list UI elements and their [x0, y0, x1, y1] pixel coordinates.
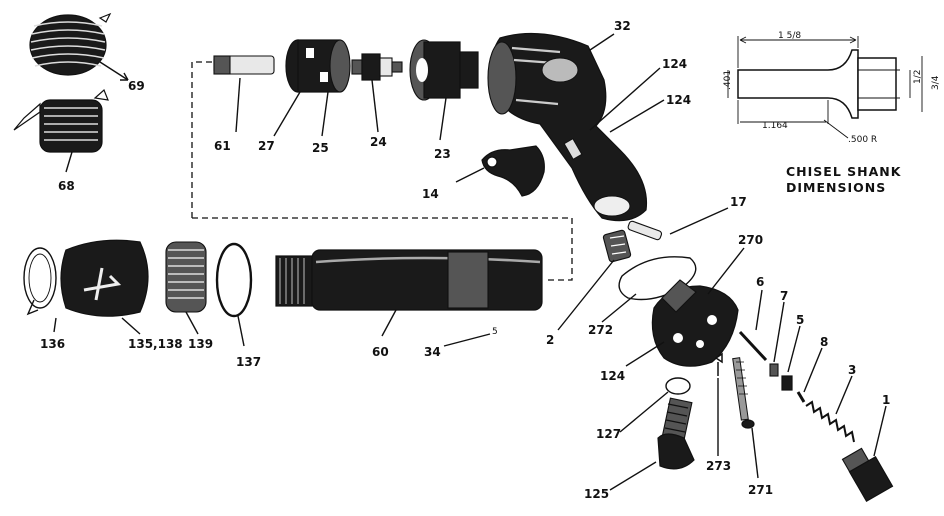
- chisel-title-line2: DIMENSIONS: [786, 180, 886, 195]
- pin-17-drawing: [627, 220, 663, 241]
- inlet-125-drawing: [657, 397, 695, 470]
- handle-32-drawing: [487, 32, 648, 222]
- part-8-drawing: [796, 391, 806, 403]
- valve-24-drawing: [351, 53, 403, 81]
- label-136: 136: [40, 337, 65, 351]
- chisel-title-line1: CHISEL SHANK: [786, 164, 902, 179]
- label-273: 273: [706, 459, 731, 473]
- sleeve-135-138-drawing: [60, 239, 149, 317]
- label-34: 34: [424, 345, 441, 359]
- label-135-138: 135,138: [128, 337, 183, 351]
- spring-139-drawing: [165, 241, 207, 313]
- label-137: 137: [236, 355, 261, 369]
- part-27-25-drawing: [285, 39, 351, 93]
- label-27: 27: [258, 139, 275, 153]
- label-272: 272: [588, 323, 613, 337]
- spring-clip-68-drawing: [13, 88, 109, 153]
- dim-overall: 1 5/8: [778, 31, 801, 41]
- label-2: 2: [546, 333, 554, 347]
- screw-271-drawing: [732, 357, 755, 429]
- label-5-small: 5: [492, 327, 498, 337]
- label-127: 127: [596, 427, 621, 441]
- trigger-14-drawing: [481, 145, 545, 197]
- label-7: 7: [780, 289, 788, 303]
- leader-lines: [53, 33, 887, 491]
- screw-273-drawing: [714, 352, 723, 376]
- label-61: 61: [214, 139, 231, 153]
- pin-61-drawing: [213, 55, 275, 75]
- label-69: 69: [128, 79, 145, 93]
- label-24: 24: [370, 135, 387, 149]
- part-2-drawing: [602, 229, 632, 263]
- chisel-shank-drawing: [727, 36, 923, 139]
- label-271: 271: [748, 483, 773, 497]
- part-23-drawing: [409, 39, 479, 101]
- label-8: 8: [820, 335, 828, 349]
- label-25: 25: [312, 141, 329, 155]
- coil-spring-69-drawing: [29, 12, 112, 76]
- dim-head: 3/4: [931, 75, 941, 90]
- part-6-drawing: [738, 330, 768, 362]
- label-3: 3: [848, 363, 856, 377]
- part-5-drawing: [781, 375, 793, 391]
- label-124-b: 124: [666, 93, 691, 107]
- label-68: 68: [58, 179, 75, 193]
- retainer-136-drawing: [23, 247, 57, 316]
- oring-127-drawing: [665, 377, 691, 395]
- label-14: 14: [422, 187, 439, 201]
- assembly-dashed-line: [191, 61, 573, 281]
- part-7-drawing: [769, 363, 779, 377]
- label-23: 23: [434, 147, 451, 161]
- label-5: 5: [796, 313, 804, 327]
- label-124-a: 124: [662, 57, 687, 71]
- spring-3-drawing: [805, 400, 855, 443]
- label-124-housing: 124: [600, 369, 625, 383]
- label-270: 270: [738, 233, 763, 247]
- label-60: 60: [372, 345, 389, 359]
- label-139: 139: [188, 337, 213, 351]
- label-125: 125: [584, 487, 609, 501]
- ring-137-drawing: [215, 242, 253, 318]
- label-1: 1: [882, 393, 890, 407]
- dim-flat: 1/2: [913, 70, 923, 84]
- housing-124-drawing: [651, 279, 739, 367]
- dim-shank-length: 1.164: [762, 121, 788, 131]
- label-17: 17: [730, 195, 747, 209]
- dim-diameter: .401: [723, 70, 733, 90]
- dim-radius: .500 R: [848, 135, 877, 145]
- barrel-60-drawing: [275, 249, 543, 311]
- fitting-1-drawing: [841, 447, 894, 503]
- label-32: 32: [614, 19, 631, 33]
- label-6: 6: [756, 275, 764, 289]
